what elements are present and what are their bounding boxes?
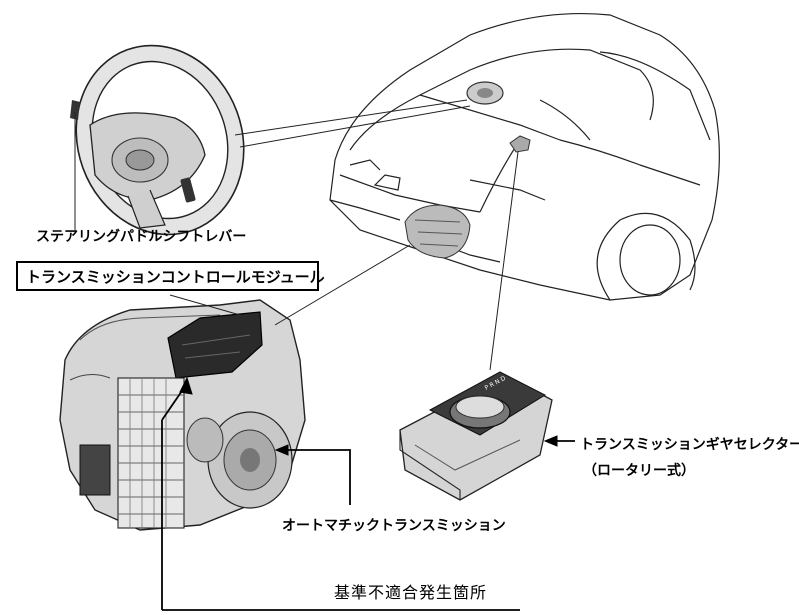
label-gear-selector: トランスミッションギヤセレクター xyxy=(580,437,799,453)
leader-lines xyxy=(74,99,519,371)
transmission-illustration xyxy=(59,299,306,531)
gear-selector-illustration xyxy=(399,371,553,501)
leader-tcm xyxy=(169,294,241,316)
car-gear-selector xyxy=(509,135,531,153)
defect-arrow xyxy=(161,420,520,611)
leader-selector-to-car xyxy=(489,151,519,371)
steering-wheel-illustration xyxy=(70,44,245,236)
label-defect-location: 基準不適合発生箇所 xyxy=(334,583,488,602)
label-automatic-transmission: オートマチックトランスミッション xyxy=(282,518,506,534)
transmission-arrow xyxy=(285,449,351,505)
car-steering-wheel xyxy=(466,81,504,105)
leader-transmission-to-car xyxy=(274,244,411,326)
label-tcm: トランスミッションコントロールモジュール xyxy=(16,261,325,291)
leader-wheel-to-car xyxy=(234,99,468,136)
arrows xyxy=(161,376,575,611)
label-rotary-type: （ロータリー式） xyxy=(583,463,695,479)
engine-bay xyxy=(404,204,471,259)
vehicle-outline xyxy=(329,12,720,301)
leader-wheel-to-car-2 xyxy=(239,105,471,148)
label-paddle-shift: ステアリングパドルシフトレバー xyxy=(36,229,247,245)
